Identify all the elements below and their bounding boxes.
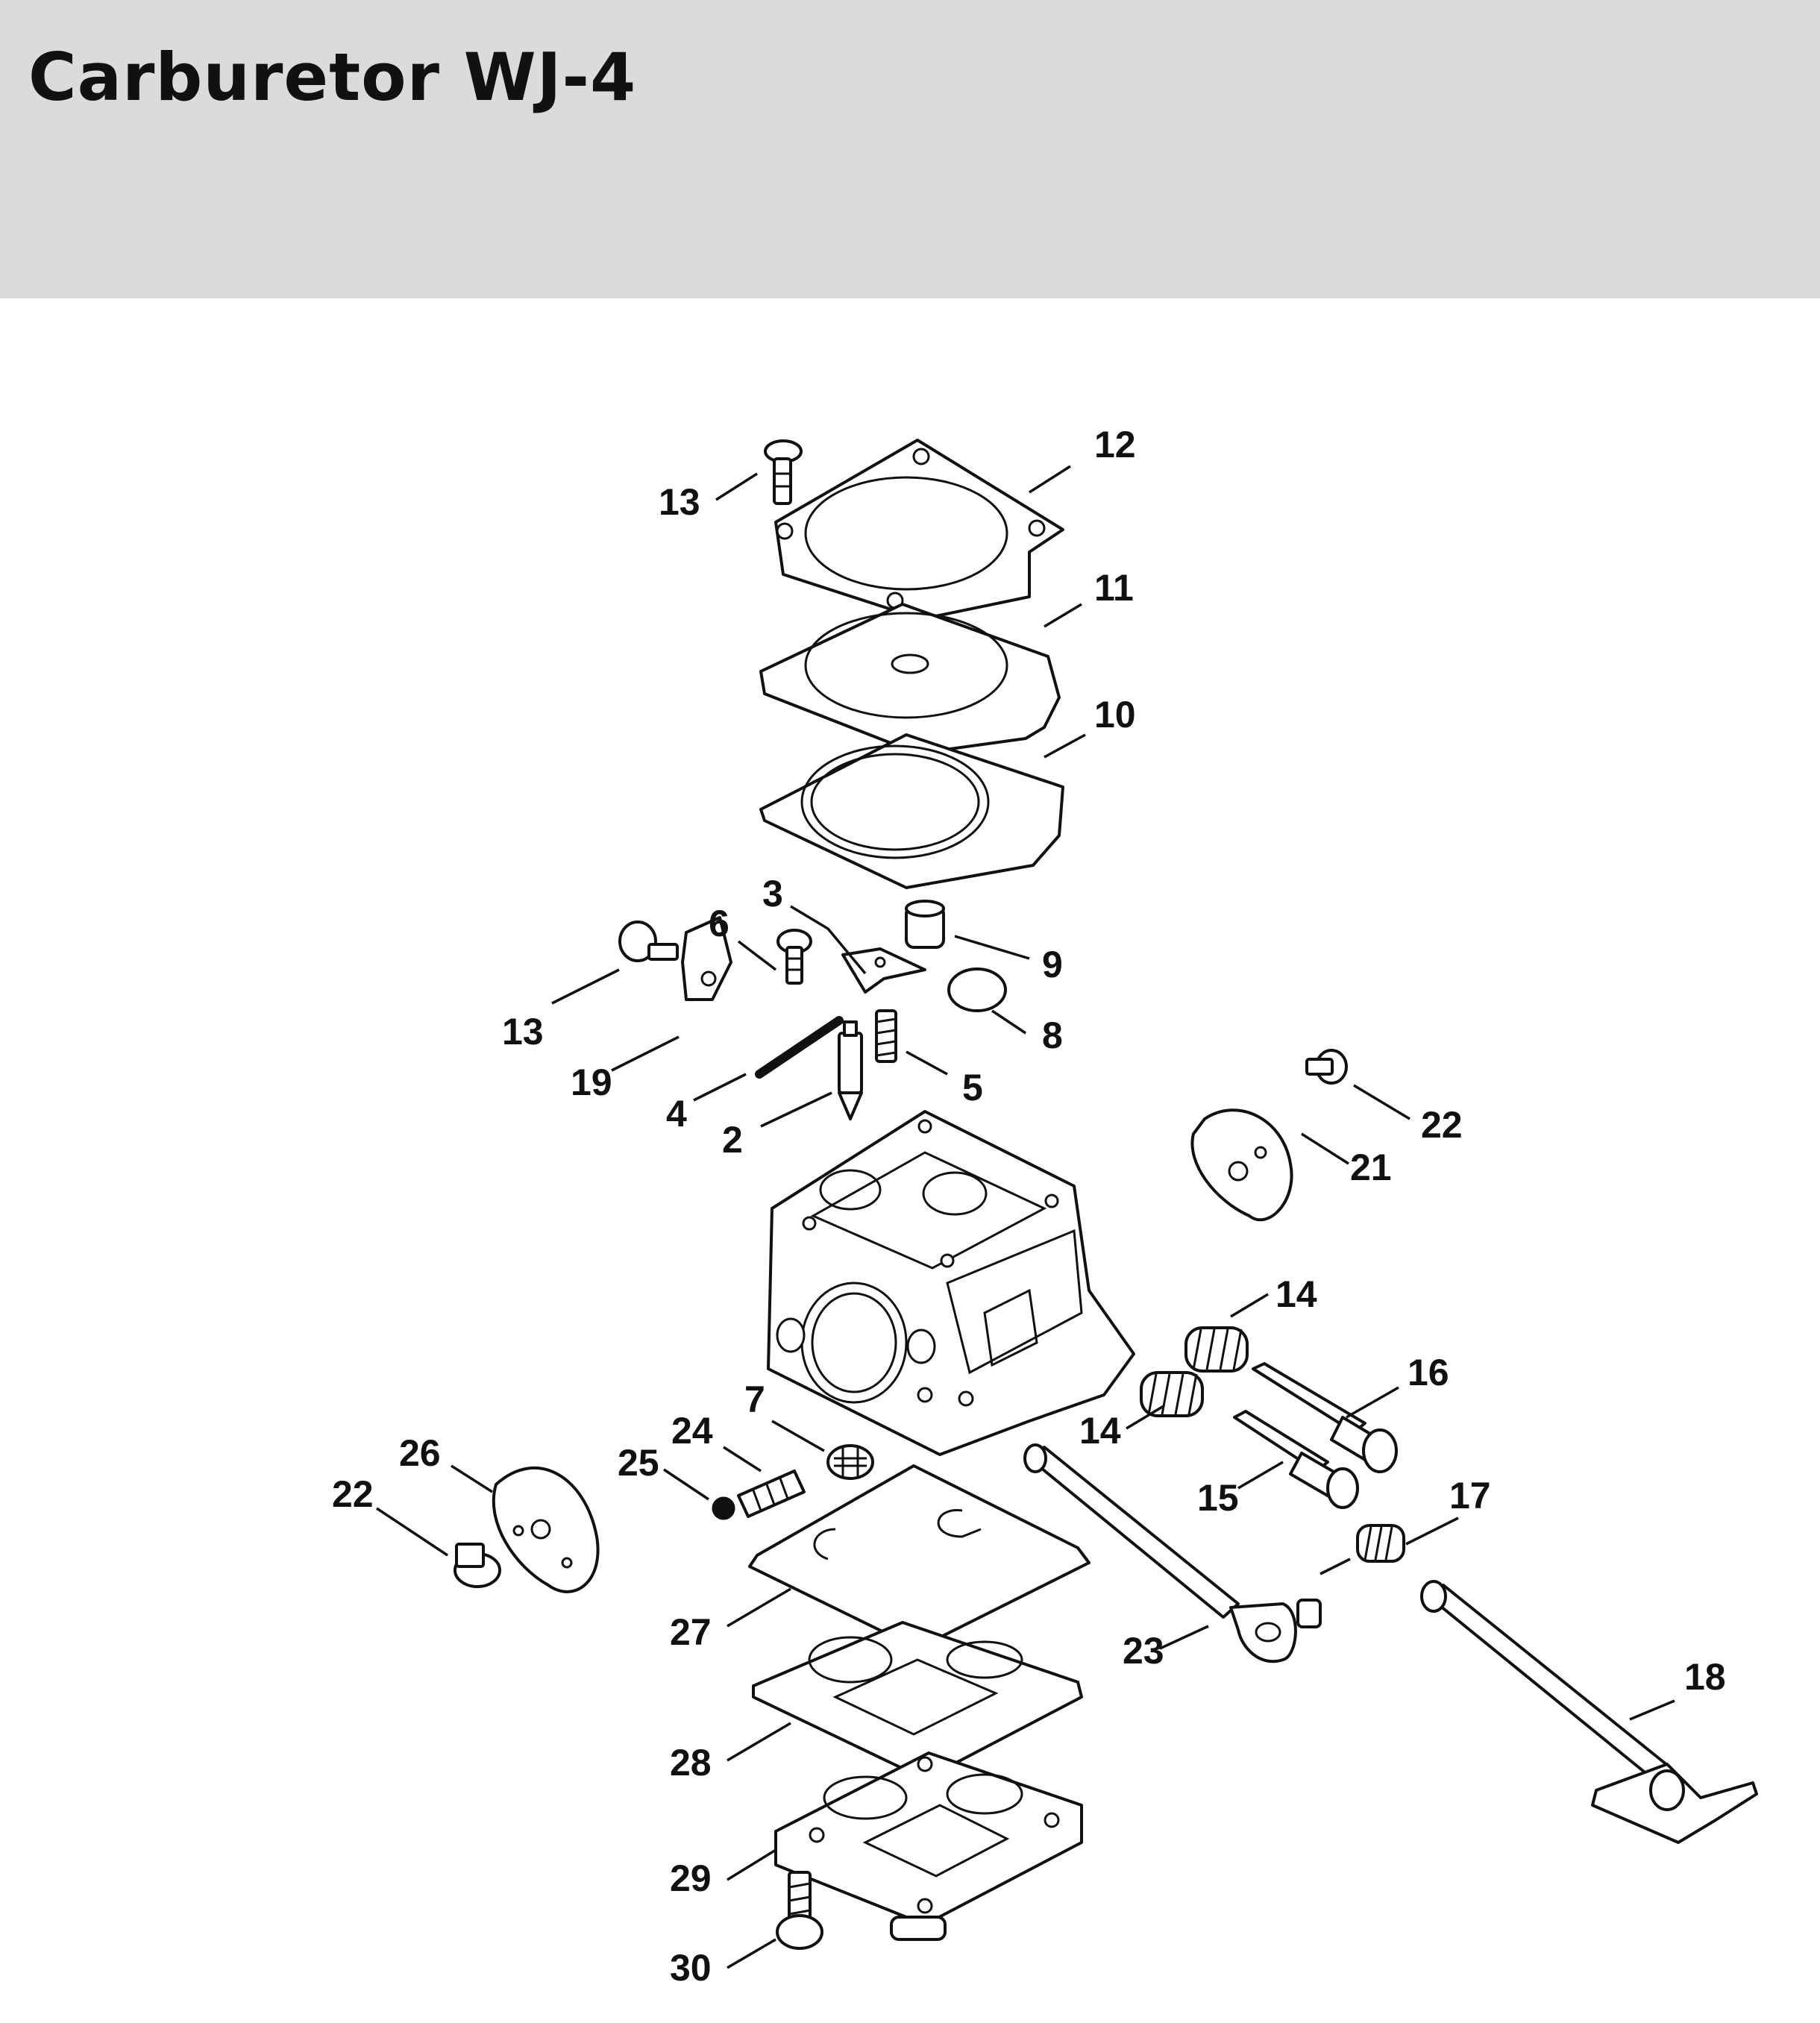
callout-25: 25 bbox=[618, 1442, 659, 1484]
callout-22-b: 22 bbox=[332, 1473, 374, 1515]
part-26-plate bbox=[492, 1466, 600, 1593]
part-17-spring bbox=[1356, 1524, 1405, 1563]
part-3-lever bbox=[841, 947, 926, 994]
part-9-cap bbox=[905, 900, 945, 949]
part-16-screw bbox=[1252, 1362, 1398, 1473]
part-10-gasket bbox=[759, 733, 1064, 889]
part-29-cover bbox=[774, 1751, 1083, 1941]
callout-18: 18 bbox=[1684, 1656, 1726, 1698]
part-18-shaft bbox=[1420, 1580, 1758, 1844]
callout-16: 16 bbox=[1408, 1352, 1449, 1393]
part-4-pin bbox=[755, 1016, 844, 1079]
part-7-screen bbox=[826, 1444, 874, 1480]
callout-24: 24 bbox=[671, 1410, 713, 1452]
part-13-screw-b bbox=[618, 920, 679, 962]
callout-7: 7 bbox=[744, 1379, 765, 1420]
part-12-cover bbox=[774, 439, 1064, 621]
callout-3: 3 bbox=[762, 873, 783, 915]
part-19-bracket bbox=[681, 916, 732, 1001]
callout-14: 14 bbox=[1275, 1273, 1317, 1315]
callout-9: 9 bbox=[1042, 944, 1063, 985]
part-5-spring bbox=[875, 1009, 897, 1063]
part-14-spring-a bbox=[1184, 1326, 1249, 1373]
part-25-ball bbox=[712, 1496, 735, 1520]
callout-26: 26 bbox=[399, 1432, 441, 1474]
part-28-gasket bbox=[752, 1621, 1083, 1781]
callout-23: 23 bbox=[1123, 1630, 1164, 1672]
callout-15: 15 bbox=[1197, 1477, 1239, 1519]
callout-28: 28 bbox=[670, 1742, 712, 1784]
part-6-screw bbox=[776, 929, 812, 985]
callout-30: 30 bbox=[670, 1947, 712, 1989]
callout-12: 12 bbox=[1094, 424, 1136, 465]
callout-14-b: 14 bbox=[1079, 1410, 1121, 1452]
callout-10: 10 bbox=[1094, 694, 1136, 736]
leader-lines bbox=[376, 465, 1675, 1969]
callout-5: 5 bbox=[962, 1067, 983, 1108]
callout-4: 4 bbox=[666, 1093, 687, 1135]
callout-13-b: 13 bbox=[502, 1011, 544, 1053]
callout-11: 11 bbox=[1094, 567, 1134, 609]
page-title: Carburetor WJ-4 bbox=[28, 39, 637, 116]
callout-21: 21 bbox=[1350, 1147, 1392, 1188]
part-21-plate bbox=[1190, 1108, 1293, 1222]
part-14-spring-b bbox=[1140, 1371, 1204, 1417]
part-8-disc bbox=[947, 967, 1007, 1012]
part-11-diaphragm bbox=[759, 603, 1061, 755]
callout-27: 27 bbox=[670, 1611, 712, 1653]
callout-17: 17 bbox=[1449, 1475, 1491, 1517]
part-23-shaft bbox=[1023, 1443, 1322, 1663]
callout-2: 2 bbox=[722, 1119, 743, 1161]
callout-13: 13 bbox=[659, 481, 700, 523]
part-30-screw bbox=[776, 1871, 823, 1950]
callout-6: 6 bbox=[709, 903, 729, 944]
part-2-needle bbox=[838, 1020, 863, 1120]
callout-labels: 12 13 11 10 3 6 9 13 8 19 5 4 2 22 21 14… bbox=[332, 424, 1726, 1989]
callout-19: 19 bbox=[571, 1061, 612, 1103]
callout-22: 22 bbox=[1421, 1104, 1463, 1146]
part-22-screw bbox=[1305, 1049, 1348, 1085]
callout-8: 8 bbox=[1042, 1014, 1063, 1056]
part-27-gasket bbox=[748, 1464, 1091, 1650]
part-13-screw bbox=[764, 439, 803, 505]
part-22-screw-b bbox=[454, 1543, 501, 1588]
title-banner: Carburetor WJ-4 bbox=[0, 0, 1820, 298]
carburetor-body bbox=[767, 1110, 1135, 1456]
part-24-spring bbox=[737, 1470, 806, 1518]
part-15-screw bbox=[1233, 1410, 1359, 1509]
callout-29: 29 bbox=[670, 1857, 712, 1899]
